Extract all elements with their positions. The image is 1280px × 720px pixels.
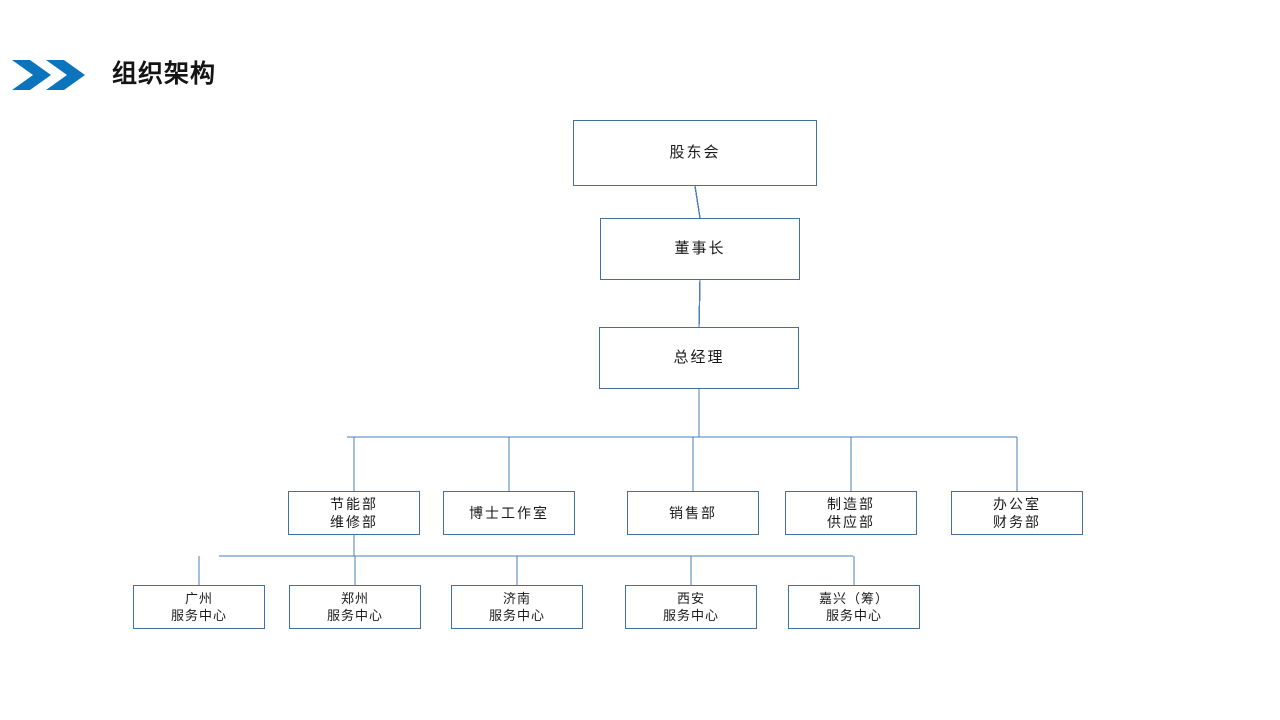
org-node-n3[interactable]: 总经理 xyxy=(599,327,799,389)
org-node-d3[interactable]: 销售部 xyxy=(627,491,759,535)
org-node-label: 服务中心 xyxy=(488,608,545,623)
org-node-label: 办公室 xyxy=(993,496,1041,512)
org-node-label: 节能部 xyxy=(330,496,378,512)
org-node-d2[interactable]: 博士工作室 xyxy=(443,491,575,535)
org-node-c1[interactable]: 广州服务中心 xyxy=(133,585,265,629)
org-node-label: 服务中心 xyxy=(326,608,383,623)
org-node-label: 广州 xyxy=(184,591,213,606)
org-node-label: 总经理 xyxy=(673,349,725,366)
org-node-d1[interactable]: 节能部维修部 xyxy=(288,491,420,535)
org-node-c5[interactable]: 嘉兴（筹） 服务中心 xyxy=(788,585,920,629)
org-node-label: 销售部 xyxy=(669,505,717,521)
org-node-n1[interactable]: 股东会 xyxy=(573,120,817,186)
org-node-label: 济南 xyxy=(502,591,531,606)
page-title: 组织架构 xyxy=(112,60,217,88)
org-node-label: 财务部 xyxy=(993,514,1041,530)
org-node-c4[interactable]: 西安服务中心 xyxy=(625,585,757,629)
org-node-c3[interactable]: 济南服务中心 xyxy=(451,585,583,629)
org-node-label: 服务中心 xyxy=(825,608,882,623)
org-node-label: 嘉兴（筹） xyxy=(818,591,889,606)
org-node-label: 制造部 xyxy=(827,496,875,512)
org-node-label: 服务中心 xyxy=(170,608,227,623)
org-node-label: 博士工作室 xyxy=(469,505,549,521)
double-chevron-right-icon xyxy=(12,60,85,90)
slide-header: 组织架构 xyxy=(0,50,1280,100)
org-node-label: 股东会 xyxy=(669,144,721,161)
org-node-label: 供应部 xyxy=(827,514,875,530)
org-node-d5[interactable]: 办公室财务部 xyxy=(951,491,1083,535)
org-node-label: 郑州 xyxy=(340,591,369,606)
org-node-label: 董事长 xyxy=(674,240,726,257)
org-node-label: 服务中心 xyxy=(662,608,719,623)
org-node-label: 西安 xyxy=(676,591,705,606)
org-node-d4[interactable]: 制造部供应部 xyxy=(785,491,917,535)
org-node-n2[interactable]: 董事长 xyxy=(600,218,800,280)
connector-n2-n3 xyxy=(698,279,701,328)
connector-n1-n2 xyxy=(694,185,701,219)
org-node-label: 维修部 xyxy=(330,514,378,530)
org-node-c2[interactable]: 郑州服务中心 xyxy=(289,585,421,629)
